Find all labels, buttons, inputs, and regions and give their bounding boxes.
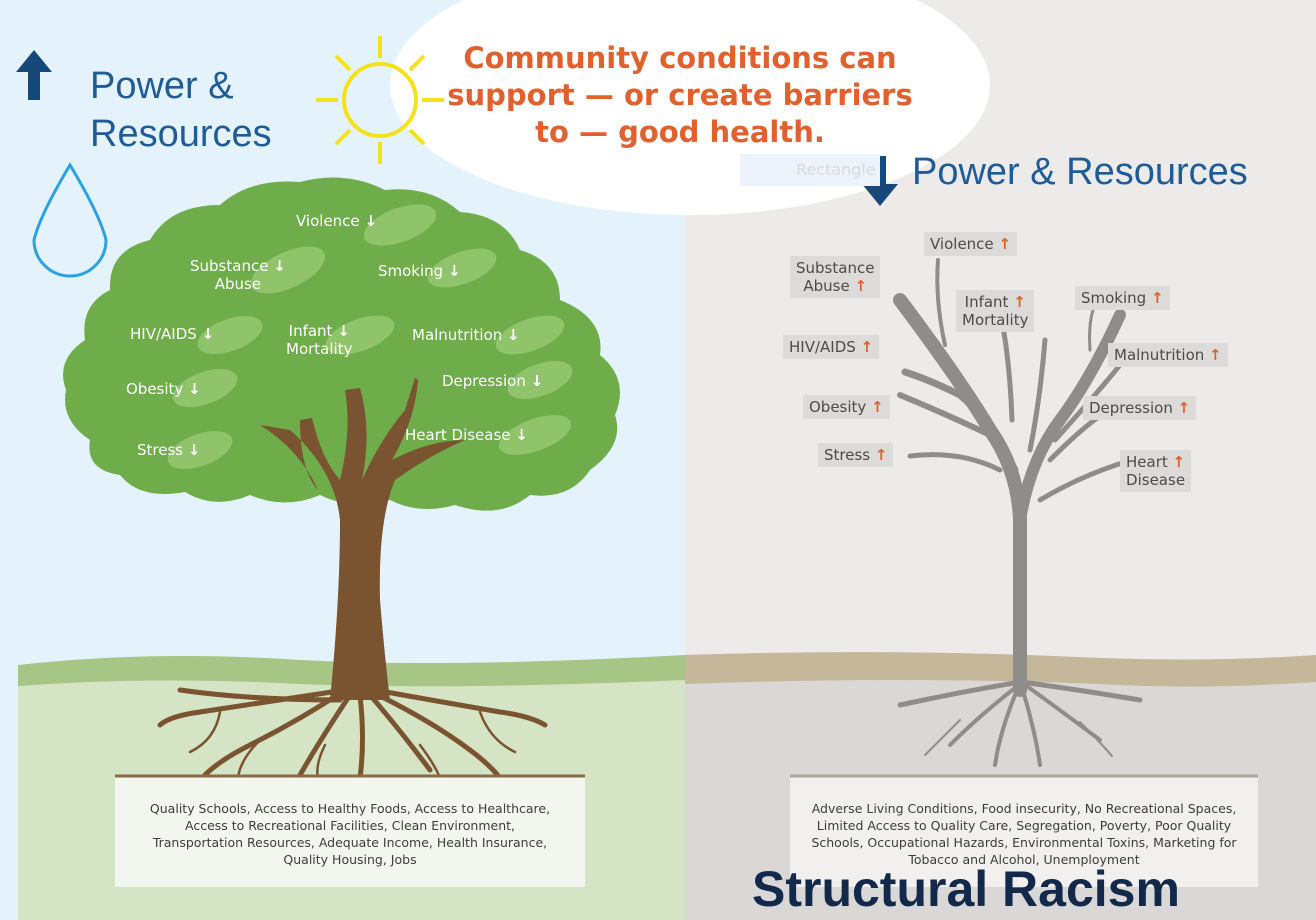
- label-smoking: Smoking ↑: [1075, 286, 1170, 310]
- left-roots-text: Quality Schools, Access to Healthy Foods…: [149, 801, 551, 867]
- label-infant-mortality: Infant ↑Mortality: [956, 290, 1035, 332]
- leaf-obesity: Obesity ↓: [126, 380, 201, 398]
- leaf-violence: Violence ↓: [296, 212, 378, 230]
- label-stress: Stress ↑: [818, 443, 894, 467]
- down-small-arrow-icon: ↓: [364, 212, 378, 230]
- left-heading-line1: Power &: [90, 65, 234, 107]
- label-hiv-aids: HIV/AIDS ↑: [783, 335, 880, 359]
- down-small-arrow-icon: ↓: [188, 380, 201, 398]
- up-small-arrow-icon: ↑: [1172, 453, 1186, 471]
- left-tree: [63, 177, 621, 781]
- up-small-arrow-icon: ↑: [1209, 346, 1222, 364]
- sun-icon: [316, 36, 444, 164]
- label-malnutrition: Malnutrition ↑: [1108, 343, 1228, 367]
- callout-text: Community conditions can support — or cr…: [440, 40, 920, 151]
- right-roots-text: Adverse Living Conditions, Food insecuri…: [811, 801, 1237, 867]
- structural-racism-title: Structural Racism: [752, 861, 1180, 917]
- leaf-substance-abuse: Substance ↓Abuse: [190, 257, 286, 293]
- leaf-heart-disease: Heart Disease ↓: [405, 426, 528, 444]
- left-roots-panel: [115, 775, 585, 887]
- right-power-heading: Power & Resources: [912, 151, 1248, 193]
- label-obesity: Obesity ↑: [803, 395, 890, 419]
- callout-line1: Community conditions can: [463, 41, 897, 75]
- label-violence: Violence ↑: [924, 232, 1018, 256]
- down-small-arrow-icon: ↓: [187, 441, 201, 459]
- down-small-arrow-icon: ↓: [530, 372, 544, 390]
- left-power-heading: Power & Resources: [90, 62, 272, 158]
- leaf-malnutrition: Malnutrition ↓: [412, 326, 520, 344]
- right-tree: [893, 258, 1153, 767]
- leaf-stress: Stress ↓: [137, 441, 201, 459]
- leaf-hiv-aids: HIV/AIDS ↓: [130, 325, 215, 343]
- down-small-arrow-icon: ↓: [337, 322, 350, 340]
- callout-line3: to — good health.: [535, 115, 825, 149]
- up-small-arrow-icon: ↑: [998, 235, 1012, 253]
- leaf-smoking: Smoking ↓: [378, 262, 461, 280]
- label-heart-disease: Heart ↑Disease: [1120, 450, 1192, 492]
- down-small-arrow-icon: ↓: [507, 326, 520, 344]
- ghost-rectangle-label: Rectangle: [796, 160, 876, 179]
- down-small-arrow-icon: ↓: [273, 257, 286, 275]
- callout-line2: support — or create barriers: [447, 78, 913, 112]
- down-small-arrow-icon: ↓: [447, 262, 461, 280]
- up-small-arrow-icon: ↑: [854, 277, 868, 295]
- up-arrow-icon: [16, 50, 52, 100]
- leaf-depression: Depression ↓: [442, 372, 544, 390]
- right-roots-panel: [790, 775, 1258, 887]
- left-heading-line2: Resources: [90, 113, 272, 155]
- down-small-arrow-icon: ↓: [515, 426, 528, 444]
- up-small-arrow-icon: ↑: [1150, 289, 1164, 307]
- up-small-arrow-icon: ↑: [871, 398, 884, 416]
- up-small-arrow-icon: ↑: [1013, 293, 1026, 311]
- up-small-arrow-icon: ↑: [1177, 399, 1191, 417]
- ghost-rectangle: [740, 154, 880, 186]
- right-soil: [685, 652, 1316, 687]
- leaf-infant-mortality: Infant ↓Mortality: [286, 322, 353, 358]
- up-small-arrow-icon: ↑: [874, 446, 888, 464]
- down-small-arrow-icon: ↓: [201, 325, 215, 343]
- water-drop-icon: [32, 162, 108, 278]
- label-depression: Depression ↑: [1083, 396, 1197, 420]
- up-small-arrow-icon: ↑: [860, 338, 874, 356]
